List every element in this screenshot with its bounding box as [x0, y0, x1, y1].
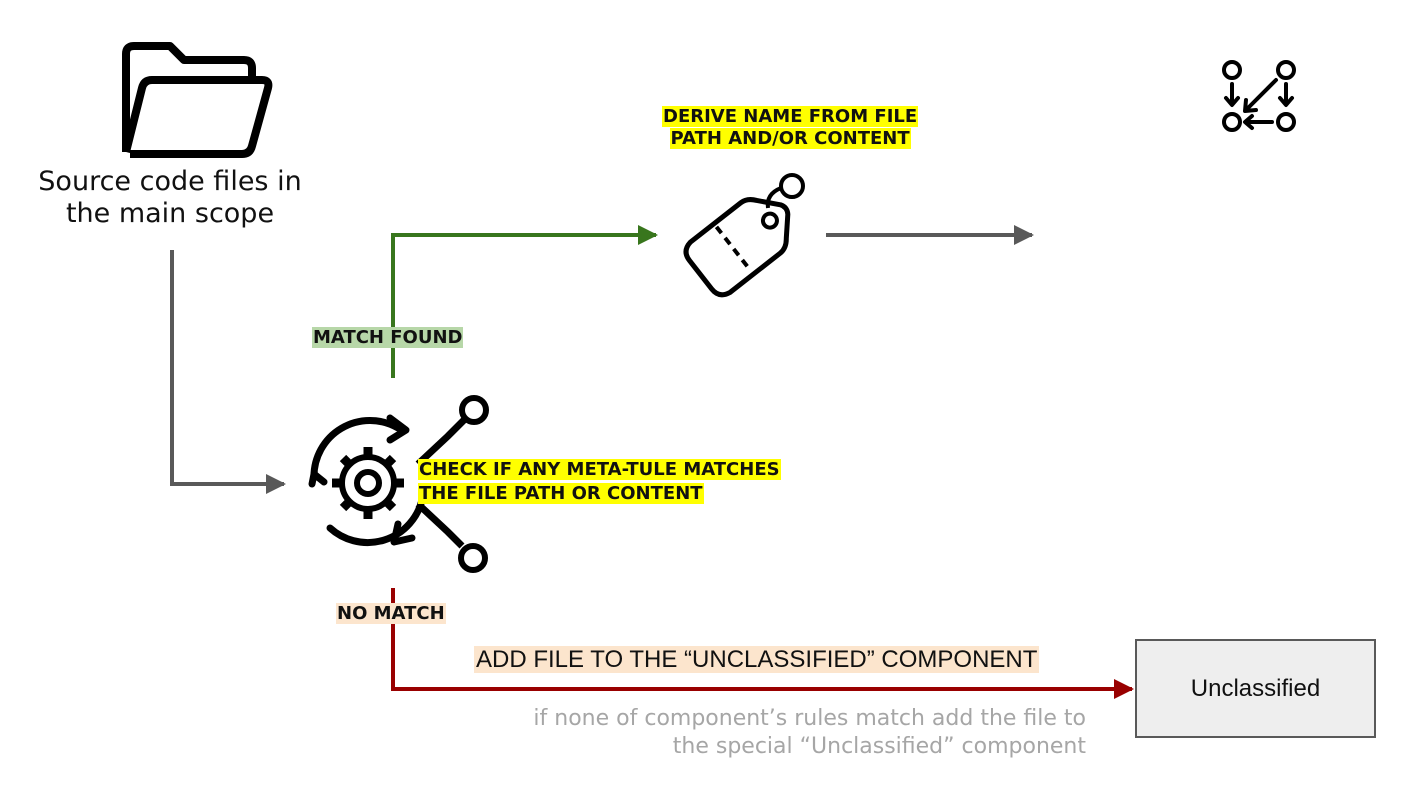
check-label-line2: THE FILE PATH OR CONTENT — [418, 483, 704, 504]
match-found-label: MATCH FOUND — [312, 327, 464, 348]
note-line1: if none of component’s rules match add t… — [533, 706, 1086, 731]
source-label-line2: the main scope — [65, 198, 275, 229]
add-file-label: ADD FILE TO THE “UNCLASSIFIED” COMPONENT — [474, 646, 1040, 673]
derive-label-line1: DERIVE NAME FROM FILE — [662, 106, 919, 127]
unclassified-component-box: Unclassified — [1135, 639, 1376, 738]
workflow-nodes-icon — [1222, 60, 1296, 132]
source-label-line1: Source code files in — [38, 166, 302, 197]
folder-icon — [122, 42, 273, 158]
tag-icon — [683, 173, 805, 298]
check-label: CHECK IF ANY META-TULE MATCHES THE FILE … — [418, 458, 781, 506]
derive-label: DERIVE NAME FROM FILE PATH AND/OR CONTEN… — [662, 106, 919, 150]
unclassified-label: Unclassified — [1190, 674, 1321, 702]
arrow-match-to-tag — [391, 225, 658, 378]
source-label: Source code files in the main scope — [20, 166, 320, 230]
unclassified-note: if none of component’s rules match add t… — [446, 705, 1086, 761]
note-line2: the special “Unclassified” component — [672, 734, 1086, 759]
arrow-source-to-check — [170, 250, 286, 494]
gear-process-icon — [308, 395, 489, 573]
check-label-line1: CHECK IF ANY META-TULE MATCHES — [418, 459, 781, 480]
derive-label-line2: PATH AND/OR CONTENT — [669, 128, 911, 149]
no-match-label: NO MATCH — [336, 603, 446, 624]
